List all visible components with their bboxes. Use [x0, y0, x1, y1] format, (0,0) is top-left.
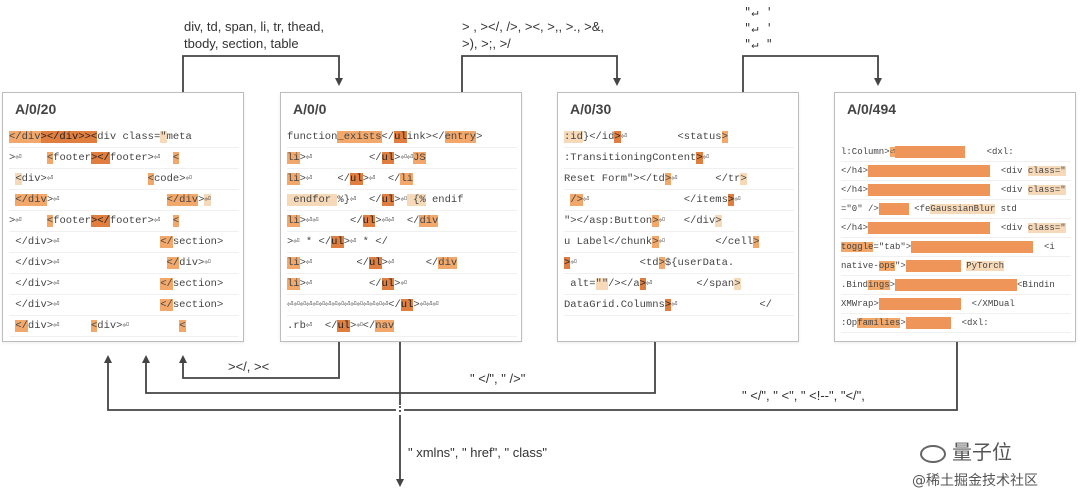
watermark-site: @稀土掘金技术社区: [912, 473, 1038, 489]
panel-title: A/0/20: [15, 101, 57, 117]
panel-code: :id}</id>⏎ <status> :TransitioningConten…: [564, 127, 794, 316]
bottom-label-3: " </", " <", " <!--", "</",: [742, 388, 865, 403]
output-label: " xmlns", " href", " class": [408, 445, 547, 460]
top-label-2: > , ></, />, ><, >,, >., >&, >), >;, >/: [462, 19, 605, 51]
top-label-3: "↵ ' "↵ ' "↵ ": [744, 5, 773, 51]
top-arrow-2: [461, 55, 621, 92]
panel-a-0-20: A/0/20 </div></div>><div class="meta >⏎ …: [2, 92, 244, 342]
panel-title: A/0/0: [293, 101, 327, 117]
panel-a-0-494: A/0/494 l:Column>⏎ <dxl: </h4> <div clas…: [834, 92, 1076, 342]
panel-code: l:Column>⏎ <dxl: </h4> <div class=" </h4…: [841, 143, 1071, 333]
bottom-label-1: ></, ><: [228, 359, 270, 374]
top-arrow-3: [742, 55, 882, 92]
panel-code: </div></div>><div class="meta >⏎ <footer…: [9, 127, 239, 337]
bottom-label-2: " </", " />": [470, 371, 526, 386]
bottom-arrow-3: [104, 342, 958, 411]
panel-a-0-0: A/0/0 function_exists</ulink></entry> li…: [280, 92, 522, 342]
panel-title: A/0/30: [570, 101, 612, 117]
panel-title: A/0/494: [847, 101, 897, 117]
chat-icon: [920, 444, 946, 463]
panel-a-0-30: A/0/30 :id}</id>⏎ <status> :Transitionin…: [557, 92, 799, 342]
top-arrow-1: [182, 55, 343, 92]
bottom-arrow-1: [179, 342, 340, 379]
top-label-1: div, td, span, li, tr, thead, tbody, sec…: [184, 19, 324, 51]
watermark-brand: 量子位: [920, 436, 1012, 465]
panel-code: function_exists</ulink></entry> li>⏎ </u…: [287, 127, 517, 337]
